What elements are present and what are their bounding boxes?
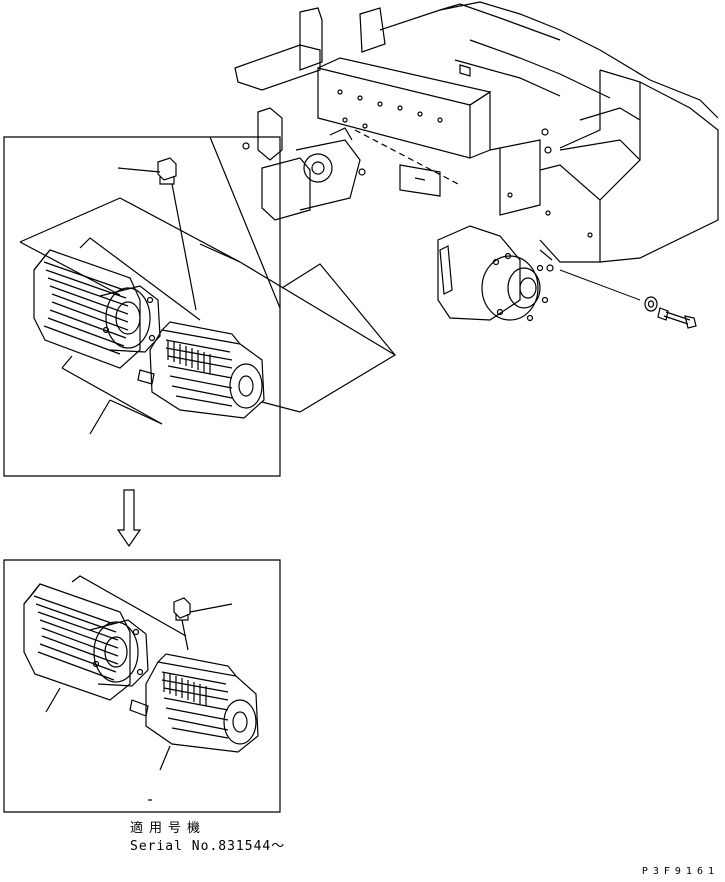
washer-icon [645, 297, 657, 311]
motor-right [130, 654, 258, 752]
down-arrow-icon [118, 490, 140, 546]
motor-right [138, 322, 264, 418]
plug-icon [174, 598, 190, 620]
motor-left [34, 250, 160, 368]
chassis-frame [235, 2, 718, 321]
plug-icon [158, 158, 176, 184]
drawing-code: P3F9161 [641, 866, 719, 877]
bolt-icon [658, 308, 696, 328]
motor-left [24, 584, 148, 700]
serial-number-label: Serial No.831544～ [130, 839, 286, 854]
original-motor-box [4, 137, 395, 476]
applicable-serial-label-jp: 適用号機 [130, 821, 207, 836]
new-motor-box [4, 560, 280, 812]
